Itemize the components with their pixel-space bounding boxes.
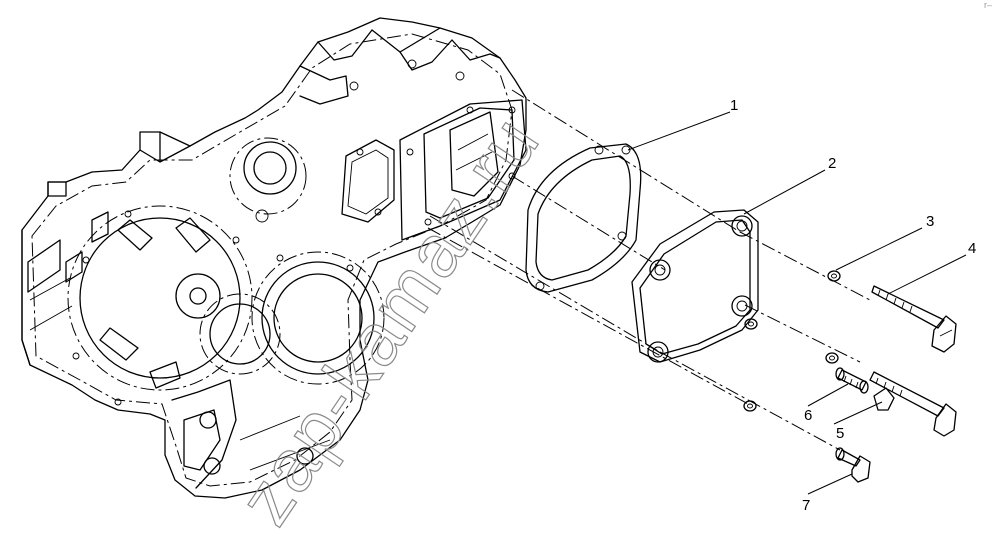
callout-1: 1 bbox=[730, 97, 738, 114]
callout-labels: 1 2 3 4 5 6 7 bbox=[730, 97, 976, 514]
watermark-text: zap-kamaz.ru bbox=[222, 101, 555, 539]
callout-2: 2 bbox=[828, 155, 836, 172]
callout-5: 5 bbox=[836, 425, 844, 442]
gear-housing bbox=[21, 17, 527, 499]
callout-6: 6 bbox=[804, 407, 812, 424]
callout-4: 4 bbox=[968, 240, 976, 257]
gasket-part-1 bbox=[525, 143, 642, 293]
leader-lines bbox=[627, 111, 967, 495]
bolt-with-spacer-part-5 bbox=[869, 371, 957, 437]
callout-7: 7 bbox=[802, 497, 810, 514]
assembly-centerlines bbox=[427, 89, 871, 451]
cover-part-2 bbox=[631, 209, 759, 363]
corner-mark: r– bbox=[983, 0, 992, 10]
long-bolt-part-4 bbox=[871, 285, 957, 353]
stud-part-6 bbox=[835, 367, 869, 394]
washers-part-3 bbox=[743, 270, 841, 412]
short-bolt-part-7 bbox=[835, 447, 871, 483]
callout-3: 3 bbox=[926, 213, 934, 230]
